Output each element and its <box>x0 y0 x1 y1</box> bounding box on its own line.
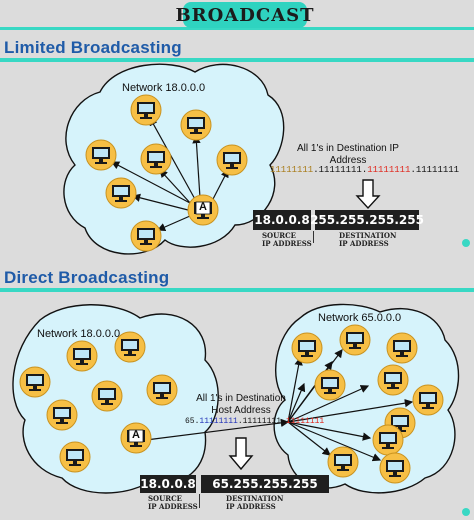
limited-dest-caption-1: DESTINATION <box>339 231 397 240</box>
limited-separator <box>313 231 314 243</box>
direct-bits: 65.11111111.11111111.11111111 <box>185 417 324 426</box>
direct-logo-icon <box>462 508 470 516</box>
page-title-banner: BROADCAST <box>175 2 314 28</box>
direct-source-caption-1: SOURCE <box>148 494 182 503</box>
direct-left-computer-icon-6 <box>46 399 78 431</box>
limited-down-arrow-icon <box>355 179 381 210</box>
limited-source-caption: SOURCE IP ADDRESS <box>262 232 312 248</box>
direct-note-line-2: Host Address <box>211 405 271 416</box>
direct-inter-network-arrow <box>145 418 290 441</box>
direct-source-caption-2: IP ADDRESS <box>148 502 198 511</box>
limited-broadcast-arrows <box>110 116 229 231</box>
direct-note: All 1's in Destination Host Address <box>186 393 296 417</box>
direct-bits-part-3: .11111111. <box>237 417 286 426</box>
limited-bits-part-3: 11111111 <box>367 165 411 175</box>
direct-right-computer-icon-2 <box>339 324 371 356</box>
direct-right-computer-icon-3 <box>386 332 418 364</box>
direct-right-computer-icon-4 <box>314 369 346 401</box>
limited-network-label: Network 18.0.0.0 <box>122 82 206 94</box>
direct-section-title: Direct Broadcasting <box>4 268 170 287</box>
limited-computer-icon-1 <box>130 94 162 126</box>
direct-right-computer-icon-5 <box>377 364 409 396</box>
limited-note: All 1's in Destination IP Address <box>297 143 399 166</box>
direct-left-computer-icon-7 <box>59 441 91 473</box>
direct-right-network-label: Network 65.0.0.0 <box>318 312 402 324</box>
direct-bits-part-1: 65. <box>185 417 200 426</box>
direct-source-ip: 18.0.0.8 <box>140 475 196 493</box>
limited-dest-caption: DESTINATION IP ADDRESS <box>339 232 396 248</box>
direct-bits-part-4: 11111111 <box>285 417 325 426</box>
direct-left-computer-icon-5 <box>146 374 178 406</box>
limited-source-caption-2: IP ADDRESS <box>262 239 312 248</box>
limited-section-rule <box>0 58 474 62</box>
limited-source-caption-1: SOURCE <box>262 231 296 240</box>
direct-host-label: A <box>132 429 140 441</box>
direct-source-caption: SOURCE IP ADDRESS <box>148 495 198 511</box>
direct-dest-caption: DESTINATION IP ADDRESS <box>226 495 283 511</box>
direct-separator <box>199 494 200 508</box>
limited-computer-icon-2 <box>180 109 212 141</box>
direct-dest-caption-1: DESTINATION <box>226 494 284 503</box>
limited-bits-part-1: 11111111 <box>270 165 314 175</box>
direct-section-rule <box>0 288 474 292</box>
title-underline <box>0 27 474 30</box>
direct-right-computer-icon-1 <box>291 332 323 364</box>
direct-note-line-1: All 1's in Destination <box>196 393 286 404</box>
direct-left-computer-icon-4 <box>91 380 123 412</box>
direct-right-computer-icon-8 <box>372 424 404 456</box>
limited-computer-icon-4 <box>140 143 172 175</box>
direct-dest-ip: 65.255.255.255 <box>201 475 329 493</box>
limited-bits: 11111111.11111111.11111111.11111111 <box>270 165 459 175</box>
page-title: BROADCAST <box>175 4 315 26</box>
direct-down-arrow-icon <box>228 437 254 471</box>
limited-computer-icon-3 <box>85 139 117 171</box>
limited-dest-caption-2: IP ADDRESS <box>339 239 389 248</box>
direct-dest-caption-2: IP ADDRESS <box>226 502 276 511</box>
direct-left-network-label: Network 18.0.0.0 <box>37 328 121 340</box>
direct-right-computer-icon-9 <box>327 446 359 478</box>
direct-left-computer-icon-1 <box>66 340 98 372</box>
limited-logo-icon <box>462 239 470 247</box>
limited-source-ip: 18.0.0.8 <box>253 210 311 230</box>
direct-left-computer-icon-3 <box>19 366 51 398</box>
limited-computer-icon-7 <box>130 220 162 252</box>
limited-dest-ip: 255.255.255.255 <box>310 210 424 230</box>
limited-host-label: A <box>199 201 207 213</box>
direct-right-computer-icon-10 <box>379 452 411 484</box>
limited-section-title: Limited Broadcasting <box>4 38 182 57</box>
direct-bits-part-2: 11111111 <box>199 417 238 426</box>
direct-right-computer-icon-6 <box>412 384 444 416</box>
limited-computer-icon-6 <box>105 177 137 209</box>
limited-bits-part-4: .11111111 <box>410 165 460 175</box>
limited-computer-icon-5 <box>216 144 248 176</box>
limited-bits-part-2: .11111111. <box>313 165 368 175</box>
